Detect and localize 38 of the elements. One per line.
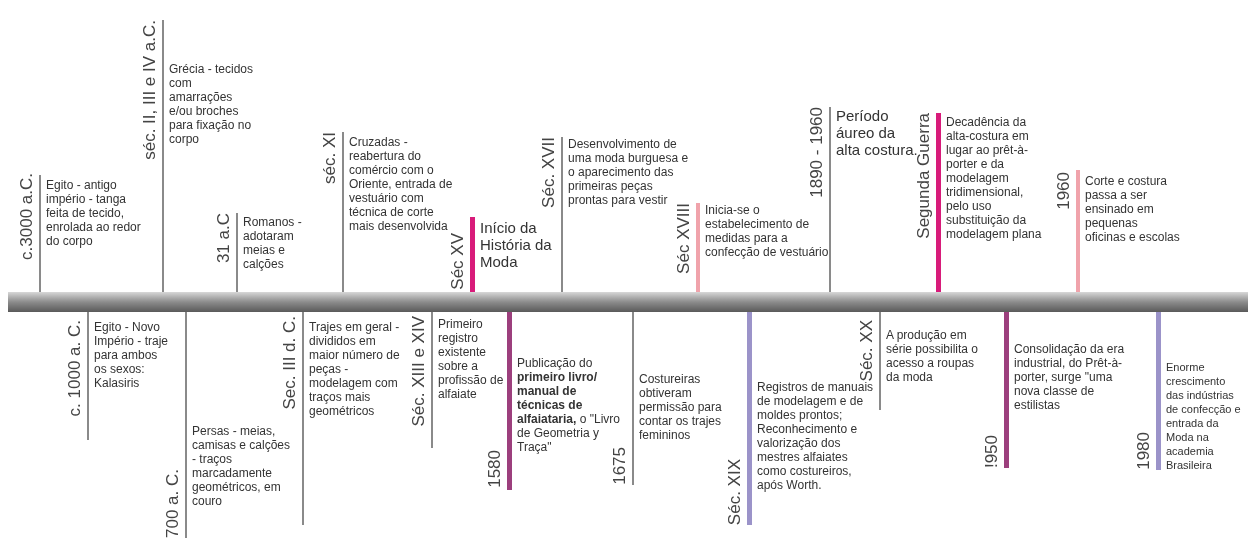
event-description: Grécia - tecidos com amarrações e/ou broches para fixação no corpo [169,62,255,146]
event-description: A produção em série possibilita o acesso a roupas da moda [886,328,980,384]
date-label: !950 [982,434,1002,468]
date-label: 1890 - 1960 [807,107,827,198]
event-description: Cruzadas - reabertura do comércio com o Oriente, entrada de vestuário com técnica de corte mais desenvolvida [349,135,454,233]
event-description: Enorme crescimento das indústrias de confecção e entrada da Moda na academia Brasileira [1166,360,1242,472]
event-description: Decadência da alta-costura em lugar ao prêt-à-porter e da modelagem tridimensional, pelo uso substituição da modelagem plana [946,115,1043,241]
date-label: Séc XV [448,233,468,290]
date-label: Séc. XVII [539,137,559,208]
date-label: 1960 [1054,172,1074,210]
date-label: 1580 [485,450,505,488]
event-description: Corte e costura passa a ser ensinado em pequenas oficinas e escolas [1085,174,1180,244]
date-label: Séc. XIX [725,458,745,525]
date-label: Séc. XX [857,320,877,382]
date-label: c.3000 a.C. [17,173,37,260]
event-description: Inicia-se o estabelecimento de medidas para a confecção de vestuário [705,203,830,259]
event-description: Primeiro registro existente sobre a profissão de alfaiate [438,317,505,401]
event-description: Costureiras obtiveram permissão para contar os trajes femininos [639,372,723,442]
event-description: Persas - meias, camisas e calções - traços marcadamente geométricos, em couro [192,424,292,508]
date-label: Sec. III d. C. [280,316,300,410]
event-description: Egito - Novo Império - traje para ambos os sexos: Kalasiris [94,320,169,390]
event-description: Início da História da Moda [480,219,553,270]
date-label: c. 1000 a. C. [65,320,85,417]
event-description: Consolidação da era industrial, do Prêt-à-porter, surge "uma nova classe de estilistas [1014,342,1126,412]
event-description: Trajes em geral - divididos em maior número de peças - modelagem com traços mais geométricos [309,320,401,418]
event-description: Período áureo da alta costura. [836,107,918,158]
date-label: Séc. XIII e XIV [409,316,429,427]
event-description: Registros de manuais de modelagem e de moldes prontos; Reconhecimento e valorização dos mestres alfaiates como costureiros, após Worth. [757,380,875,492]
date-label: 31 a.C [214,213,234,264]
date-label: séc. XI [320,132,340,184]
date-label: séc. II, III e IV a.C. [140,20,160,160]
event-description: Egito - antigo império - tanga feita de tecido, enrolada ao redor do corpo [46,178,141,248]
timeline-bar [8,292,1248,312]
date-label: 1980 [1134,432,1154,470]
event-description: Romanos - adotaram meias e calções [243,215,303,271]
date-label: 1675 [610,447,630,485]
date-label: 700 a. C. [163,469,183,538]
date-label: Séc XVIII [674,203,694,274]
